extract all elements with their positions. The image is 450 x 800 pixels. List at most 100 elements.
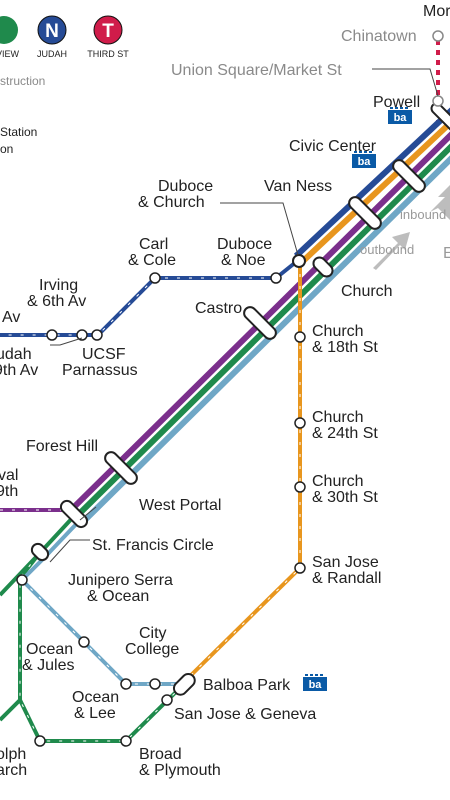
label-duboce-church-1: Duboce <box>158 178 213 195</box>
label-carl-cole-2: & Cole <box>128 252 176 269</box>
station-st-francis[interactable] <box>29 541 50 562</box>
label-church-24-2: & 24th St <box>312 425 378 442</box>
l-line-trunk <box>70 131 450 511</box>
station-broad-plymouth[interactable] <box>120 735 132 747</box>
legend-station-note-2: on <box>0 142 13 156</box>
label-duboce-church-2: & Church <box>138 194 205 211</box>
trunk-stations <box>58 101 450 529</box>
station-irving[interactable] <box>76 329 88 341</box>
label-west-portal: West Portal <box>139 497 221 514</box>
n-line-trunk <box>293 107 450 259</box>
station-ocean-jules[interactable] <box>78 636 90 648</box>
trunk-lines <box>70 107 450 523</box>
small-stations <box>16 30 444 747</box>
label-ocean-jules-1: Ocean <box>26 641 73 658</box>
k-line-south <box>19 516 180 686</box>
label-san-jose-randall-2: & Randall <box>312 570 381 587</box>
label-duboce-noe-1: Duboce <box>217 236 272 253</box>
label-san-jose-randall-1: San Jose <box>312 554 379 571</box>
outbound-arrow-icon <box>373 232 410 270</box>
station-city-college-2[interactable] <box>149 678 161 690</box>
label-randolph-2: arch <box>0 762 27 779</box>
label-junipero-2: & Ocean <box>87 588 149 605</box>
station-duboce-noe[interactable] <box>270 272 282 284</box>
station-van-ness[interactable] <box>347 195 384 232</box>
label-irving-1: Irving <box>39 277 78 294</box>
label-forest-hill: Forest Hill <box>26 438 98 455</box>
j-line-trunk <box>299 119 450 265</box>
label-union-square: Union Square/Market St <box>171 62 342 79</box>
station-randolph[interactable] <box>34 735 46 747</box>
inbound-label: inbound <box>400 207 446 222</box>
n-line-badge-icon <box>37 15 67 45</box>
outbound-label: outbound <box>360 242 414 257</box>
station-union-square[interactable] <box>432 95 444 107</box>
m-line-badge-icon <box>0 16 18 44</box>
station-chinatown[interactable] <box>432 30 444 42</box>
label-balboa-park: Balboa Park <box>203 677 291 694</box>
station-church-24th[interactable] <box>294 417 306 429</box>
label-castro: Castro <box>195 300 242 317</box>
label-church-18-1: Church <box>312 323 364 340</box>
station-forest-hill[interactable] <box>103 450 140 487</box>
label-ocean-lee-2: & Lee <box>74 705 116 722</box>
legend-caption-n: JUDAH <box>37 49 67 59</box>
label-city-college-1: City <box>139 625 167 642</box>
label-randolph-1: olph <box>0 746 26 763</box>
label-ucsf-1: UCSF <box>82 346 126 363</box>
station-duboce-church[interactable] <box>292 254 306 268</box>
label-duboce-noe-2: & Noe <box>221 252 266 269</box>
label-church-30-1: Church <box>312 473 364 490</box>
label-av-partial: Av <box>2 309 20 326</box>
station-city-college[interactable] <box>120 678 132 690</box>
station-balboa-park[interactable] <box>171 671 197 697</box>
label-powell: Powell <box>373 94 420 111</box>
station-powell[interactable] <box>429 101 450 132</box>
legend-caption-m: VIEW <box>0 49 20 59</box>
station-church[interactable] <box>311 255 335 279</box>
legend-caption-t: THIRD ST <box>87 49 129 59</box>
station-judah-9th[interactable] <box>46 329 58 341</box>
station-junipero-serra[interactable] <box>16 574 28 586</box>
label-civic-center: Civic Center <box>289 138 377 155</box>
station-church-30th[interactable] <box>294 481 306 493</box>
label-church: Church <box>341 283 393 300</box>
label-chinatown: Chinatown <box>341 28 417 45</box>
label-ocean-jules-2: & Jules <box>22 657 74 674</box>
label-church-18-2: & 18th St <box>312 339 378 356</box>
label-st-francis: St. Francis Circle <box>92 537 214 554</box>
label-judah-1: udah <box>0 346 32 363</box>
t-line-badge-letter: T <box>102 21 114 42</box>
station-west-portal[interactable] <box>58 498 89 529</box>
label-san-jose-geneva: San Jose & Geneva <box>174 706 316 723</box>
station-ucsf[interactable] <box>91 329 103 341</box>
bart-logo-balboa-park <box>303 674 327 691</box>
label-taraval-1: val <box>0 467 18 484</box>
label-taraval-2: 9th <box>0 483 18 500</box>
label-broad-2: & Plymouth <box>139 762 221 779</box>
label-church-24-1: Church <box>312 409 364 426</box>
legend: VIEW N JUDAH T THIRD ST struction Statio… <box>0 15 129 156</box>
station-castro[interactable] <box>242 305 279 342</box>
leader-lines <box>49 68 439 563</box>
label-ocean-lee-1: Ocean <box>72 689 119 706</box>
edge-partial-label: E <box>443 245 450 262</box>
k-line-trunk <box>82 155 450 523</box>
station-san-jose-randall[interactable] <box>294 562 306 574</box>
label-irving-2: & 6th Av <box>27 293 86 310</box>
label-carl-cole-1: Carl <box>139 236 168 253</box>
label-church-30-2: & 30th St <box>312 489 378 506</box>
m-line-trunk <box>76 143 450 517</box>
label-montgomery: Mor <box>423 3 450 20</box>
t-line-badge-icon <box>93 15 123 45</box>
station-church-18th[interactable] <box>294 331 306 343</box>
legend-construction-note: struction <box>0 74 45 88</box>
label-ucsf-2: Parnassus <box>62 362 138 379</box>
label-judah-2: 9th Av <box>0 362 38 379</box>
station-san-jose-geneva[interactable] <box>161 694 173 706</box>
inbound-arrow-icon <box>430 185 450 220</box>
station-carl-cole[interactable] <box>149 272 161 284</box>
station-civic-center[interactable] <box>391 158 428 195</box>
legend-station-note-1: Station <box>0 125 37 139</box>
